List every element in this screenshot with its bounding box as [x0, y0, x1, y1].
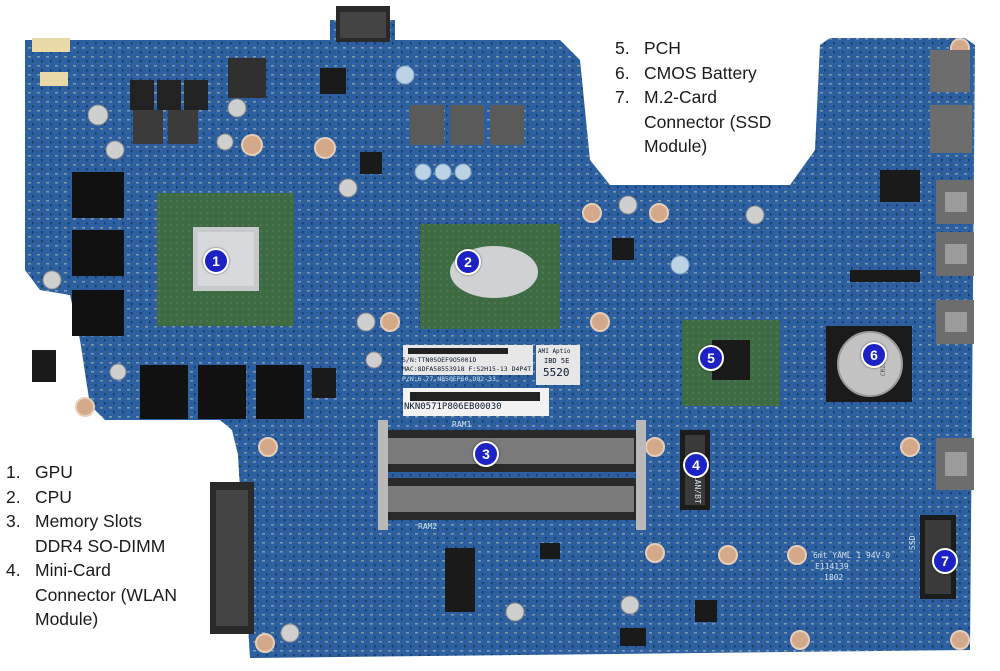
- ram2-label: RAM2: [418, 522, 438, 531]
- marker-memory-slots: 3: [473, 441, 499, 467]
- marker-cmos-battery: 6: [861, 342, 887, 368]
- component-legend-left: 1.GPU 2.CPU 3.Memory Slots DDR4 SO-DIMM …: [6, 460, 211, 632]
- legend-item-mini-card: 4.Mini-Card Connector (WLAN Module): [6, 560, 177, 629]
- marker-pch: 5: [698, 345, 724, 371]
- ssd-label: SSD: [908, 535, 917, 550]
- board-ul-number: E114139: [815, 562, 849, 571]
- sticker-model: IBD 5E: [544, 357, 570, 365]
- board-part-number: P/N:6-77-N850EP60-D02-33: [402, 375, 496, 383]
- component-legend-right: 5.PCH 6.CMOS Battery 7.M.2-Card Connecto…: [615, 36, 795, 159]
- barcode-label: NKN0571P806EB00030: [404, 402, 502, 412]
- legend-item-pch: 5.PCH: [615, 38, 681, 58]
- legend-item-cpu: 2.CPU: [6, 486, 72, 507]
- board-serial: S/N:TTN0SOEF9O5001D: [402, 356, 477, 364]
- marker-cpu: 2: [455, 249, 481, 275]
- legend-item-gpu: 1.GPU: [6, 462, 73, 482]
- marker-gpu: 1: [203, 248, 229, 274]
- marker-m2-connector: 7: [932, 548, 958, 574]
- ram1-label: RAM1: [452, 420, 472, 429]
- legend-item-memory-slots: 3.Memory Slots DDR4 SO-DIMM: [6, 511, 166, 556]
- marker-mini-card: 4: [683, 452, 709, 478]
- legend-item-cmos-battery: 6.CMOS Battery: [615, 62, 757, 83]
- sticker-code: 5520: [543, 366, 570, 379]
- board-mac: MAC:8DFA58553918 F:S2H15-13 D4P4T: [402, 365, 532, 373]
- board-ul-mark: 6mt YAML 1 94V-0: [813, 551, 891, 560]
- sticker-brand: AMI Aptio: [538, 348, 571, 355]
- board-date-code: 1802: [824, 573, 844, 582]
- legend-item-m2-connector: 7.M.2-Card Connector (SSD Module): [615, 87, 772, 156]
